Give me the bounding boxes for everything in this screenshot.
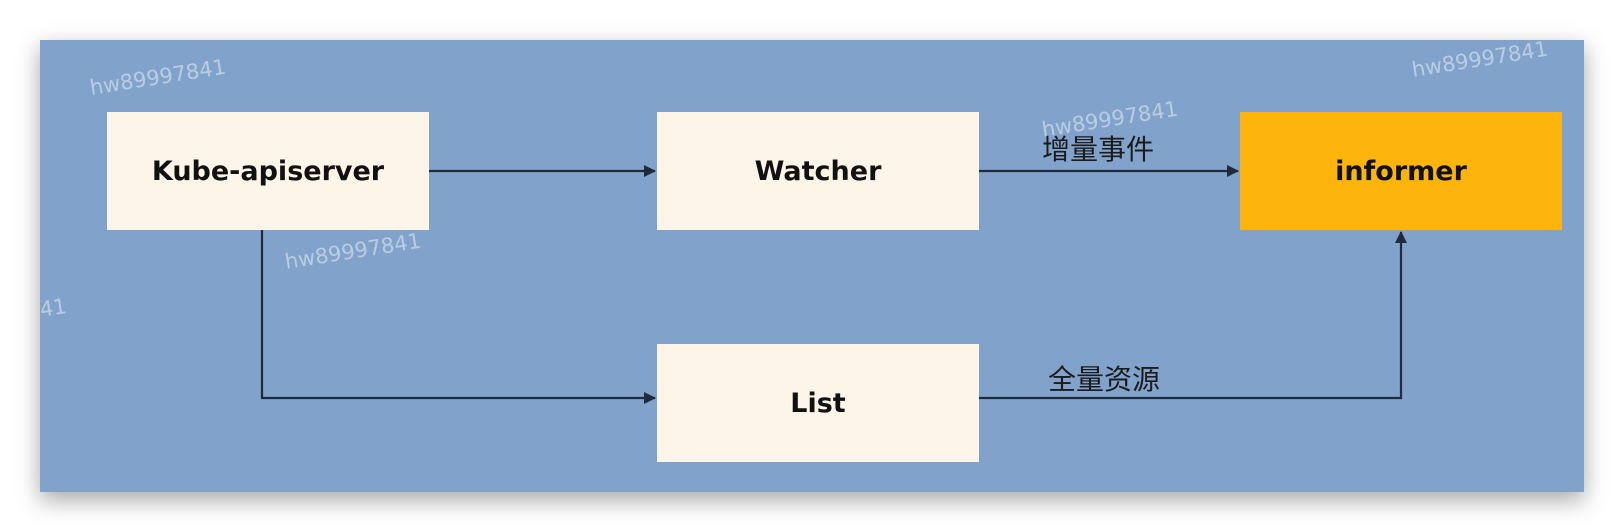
- node-informer: informer: [1240, 112, 1562, 230]
- node-label: Watcher: [754, 155, 882, 187]
- node-kube-apiserver: Kube-apiserver: [107, 112, 429, 230]
- node-label: informer: [1335, 155, 1467, 187]
- edge-list-to-informer: [979, 231, 1407, 400]
- edge-layer: [260, 165, 1407, 404]
- diagram-canvas: hw89997841 hw89997841 hw89997841 hw89997…: [38, 37, 1584, 492]
- edge-kube-to-list: [260, 230, 656, 404]
- node-list: List: [657, 344, 979, 462]
- edge-label-full-resources: 全量资源: [1048, 363, 1161, 396]
- node-label: Kube-apiserver: [151, 155, 385, 187]
- edge-label-incremental-events: 增量事件: [1042, 133, 1155, 166]
- node-watcher: Watcher: [657, 112, 979, 230]
- node-label: List: [790, 387, 846, 419]
